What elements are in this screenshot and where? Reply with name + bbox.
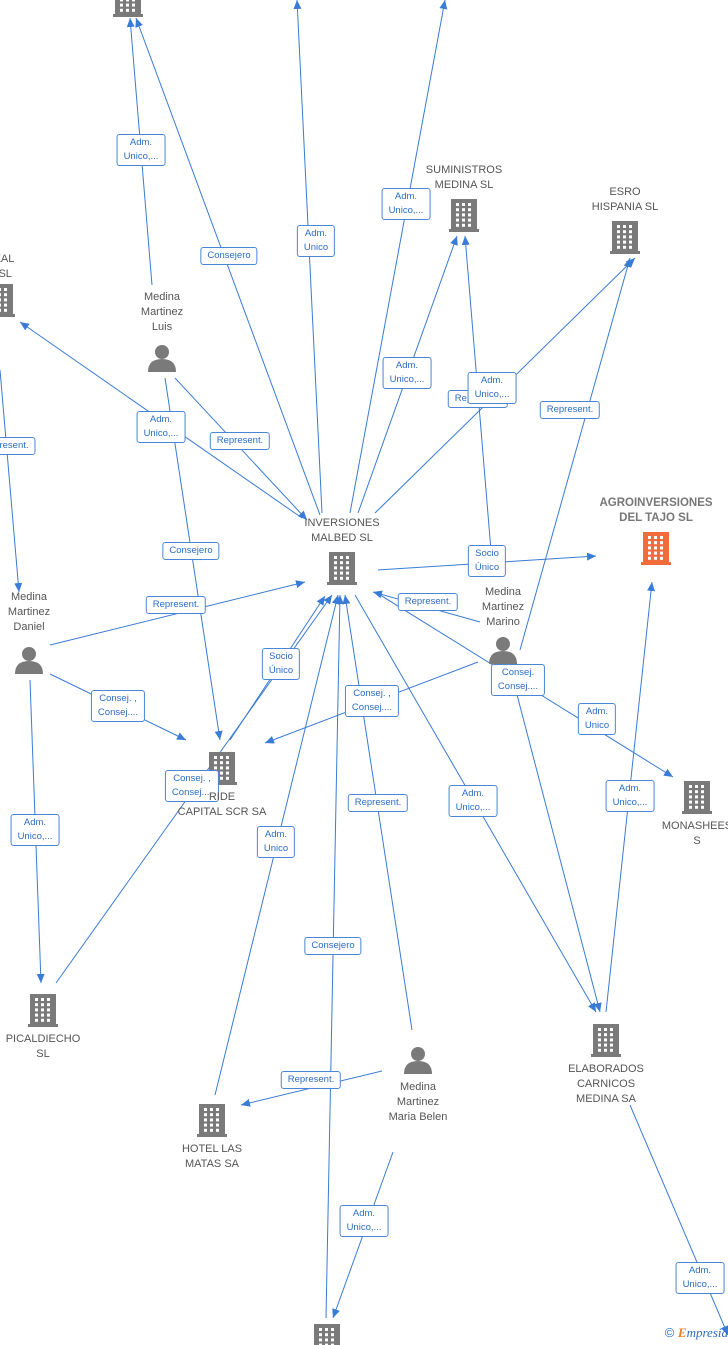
nodes-layer	[0, 0, 712, 1345]
company-name[interactable]: ESRO HISPANIA SL	[591, 186, 659, 213]
relation-label[interactable]: Adm. Unico,...	[605, 780, 655, 812]
building-icon[interactable]	[449, 199, 479, 232]
building-icon[interactable]	[610, 221, 640, 254]
relation-label[interactable]: Represent.	[347, 794, 409, 812]
person-icon[interactable]	[148, 345, 176, 372]
relation-label[interactable]: Adm. Unico,...	[381, 188, 431, 220]
building-icon[interactable]	[641, 532, 671, 565]
person-name[interactable]: Medina Martinez Maria Belen	[388, 1081, 448, 1123]
relation-label[interactable]: Represent.	[539, 401, 601, 419]
relation-edge	[0, 369, 23, 593]
relation-label[interactable]: Consej. , Consej....	[344, 685, 400, 717]
relation-label[interactable]: Consej. Consej....	[490, 664, 546, 696]
person-name[interactable]: Medina Martinez Marino	[481, 586, 525, 628]
relation-label[interactable]: Consej. , Consej....	[90, 690, 146, 722]
relation-label[interactable]: Adm. Unico,...	[10, 814, 60, 846]
building-icon[interactable]	[0, 284, 15, 317]
building-icon[interactable]	[113, 0, 143, 17]
building-icon[interactable]	[312, 1324, 342, 1345]
relation-label[interactable]: Adm. Unico	[296, 225, 336, 257]
relation-label[interactable]: Adm. Unico,...	[339, 1205, 389, 1237]
relation-label[interactable]: resent.	[0, 437, 36, 455]
relation-edge	[519, 257, 632, 651]
relation-edge	[629, 1104, 728, 1336]
building-icon[interactable]	[327, 552, 357, 585]
company-name[interactable]: HOTEL LAS MATAS SA	[181, 1143, 243, 1170]
copyright-symbol: ©	[664, 1325, 675, 1340]
relation-label[interactable]: Adm. Unico	[577, 703, 617, 735]
relation-edge	[509, 667, 602, 1013]
person-icon[interactable]	[404, 1047, 432, 1074]
relation-label[interactable]: Consejero	[304, 937, 362, 955]
relation-label[interactable]: Represent.	[397, 593, 459, 611]
relation-label[interactable]: Represent.	[280, 1071, 342, 1089]
relation-label[interactable]: Adm. Unico,...	[675, 1262, 725, 1294]
empresia-logo[interactable]: Empresia	[677, 1325, 728, 1340]
company-name[interactable]: MONASHEES S	[661, 820, 728, 847]
building-icon[interactable]	[682, 781, 712, 814]
person-name[interactable]: Medina Martinez Luis	[140, 291, 184, 333]
relation-label[interactable]: Consej. , Consej....	[164, 770, 220, 802]
company-name[interactable]: REAL E SL	[0, 253, 15, 280]
relation-label[interactable]: Adm. Unico,...	[382, 357, 432, 389]
copyright-mark: © Empresia	[665, 1325, 728, 1341]
relation-label[interactable]: Adm. Unico,...	[448, 785, 498, 817]
company-name[interactable]: SUMINISTROS MEDINA SL	[425, 164, 503, 191]
building-icon[interactable]	[591, 1024, 621, 1057]
relation-label[interactable]: Socio Único	[467, 545, 507, 577]
relation-label[interactable]: Consejero	[162, 542, 220, 560]
relation-label[interactable]: Socio Único	[261, 648, 301, 680]
relation-edge	[342, 594, 413, 1031]
relation-edge	[325, 594, 344, 1319]
relation-label[interactable]: Adm. Unico,...	[136, 411, 186, 443]
relation-label[interactable]: Consejero	[200, 247, 258, 265]
company-name[interactable]: RIDE CAPITAL SCR SA	[177, 791, 267, 818]
company-name[interactable]: INVERSIONES MALBED SL	[304, 517, 380, 544]
person-icon[interactable]	[489, 637, 517, 664]
relation-edge	[349, 0, 448, 514]
person-icon[interactable]	[15, 647, 43, 674]
company-name[interactable]: AGROINVERSIONES DEL TAJO SL	[599, 497, 713, 524]
person-name[interactable]: Medina Martinez Daniel	[7, 591, 51, 633]
building-icon[interactable]	[28, 994, 58, 1027]
relation-label[interactable]: Adm. Unico,...	[116, 134, 166, 166]
relation-edge	[135, 17, 321, 516]
company-name[interactable]: PICALDIECHO SL	[5, 1033, 81, 1060]
relation-label[interactable]: Adm. Unico,...	[467, 372, 517, 404]
relation-label[interactable]: Represent.	[209, 432, 271, 450]
building-icon[interactable]	[197, 1104, 227, 1137]
relation-label[interactable]: Represent.	[145, 596, 207, 614]
relation-label[interactable]: Adm. Unico	[256, 826, 296, 858]
company-name[interactable]: ELABORADOS CARNICOS MEDINA SA	[568, 1063, 644, 1105]
